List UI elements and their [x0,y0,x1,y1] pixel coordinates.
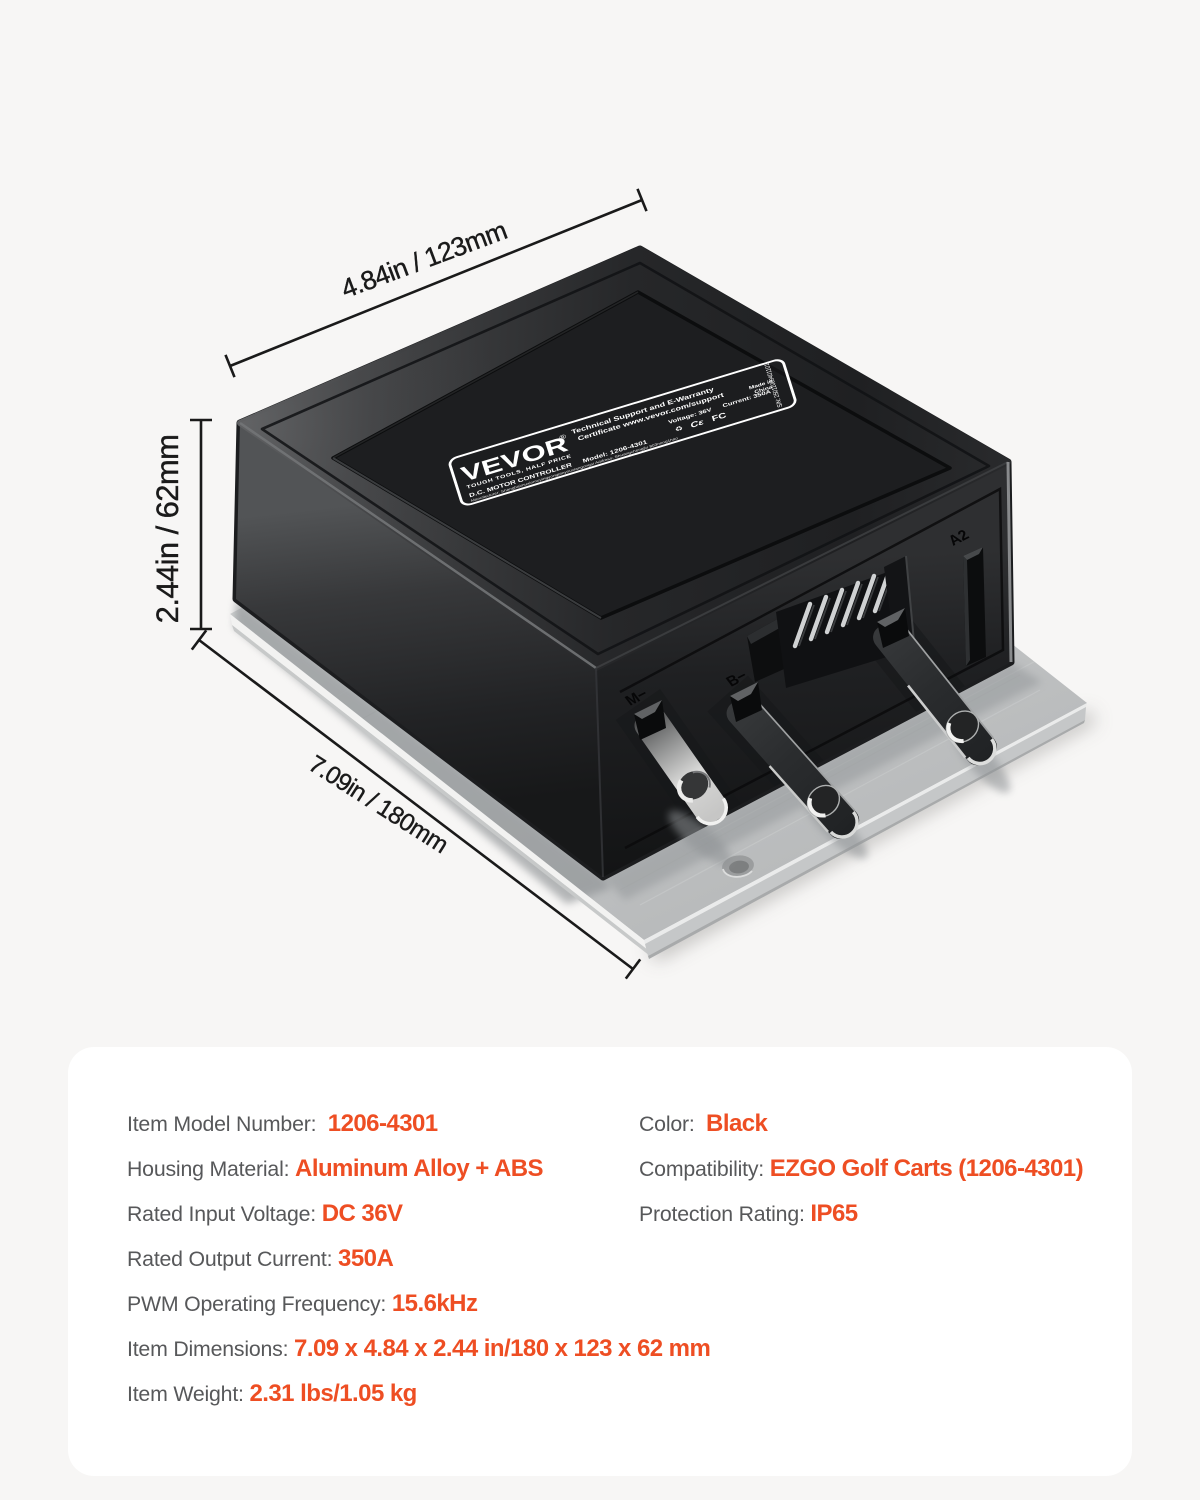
svg-text:Made in: Made in [748,379,773,391]
svg-text:4.84in / 123mm: 4.84in / 123mm [337,215,511,304]
svg-text:China: China [754,385,774,395]
svg-text:2.44in / 62mm: 2.44in / 62mm [150,435,185,624]
svg-text:A2: A2 [945,527,972,549]
svg-text:Cɛ: Cɛ [689,418,705,430]
svg-text:®: ® [558,433,567,442]
svg-text:B−: B− [723,667,751,690]
svg-text:♻: ♻ [674,424,684,433]
